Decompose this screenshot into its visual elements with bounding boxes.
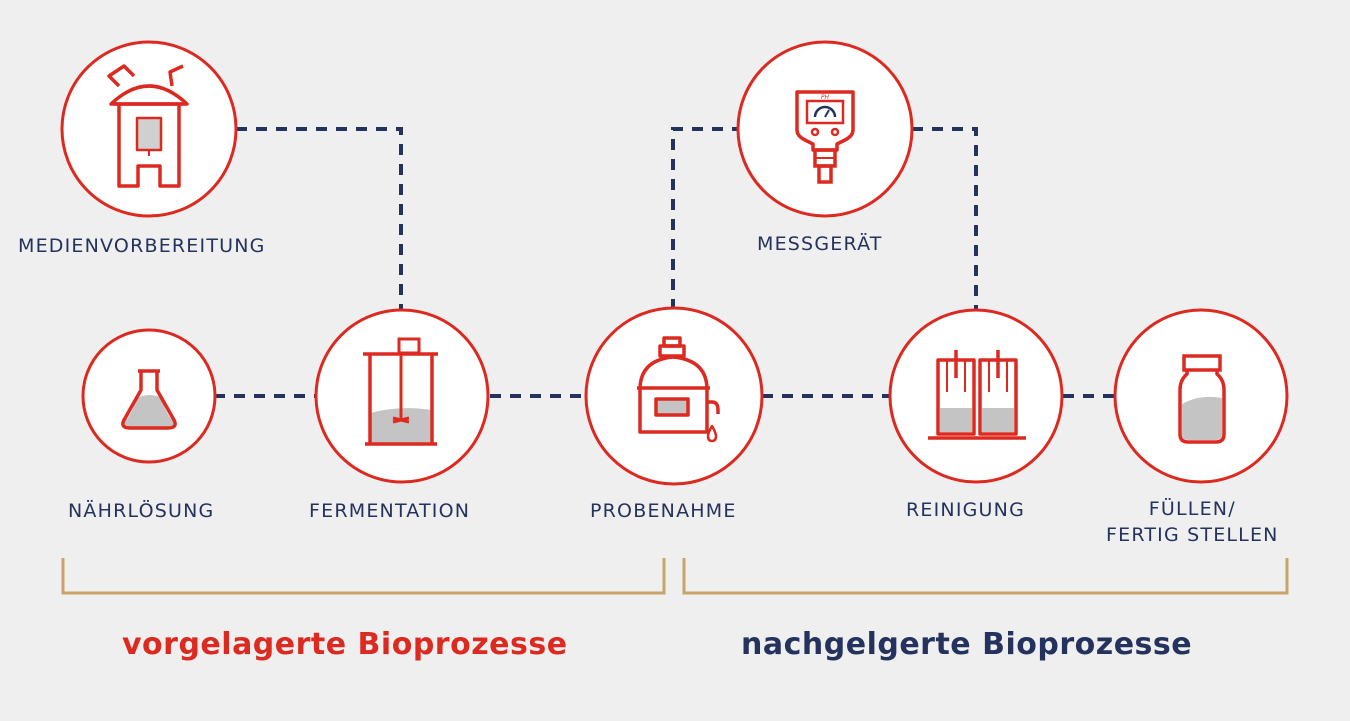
connectors (214, 127, 1116, 398)
media-preparation-tank-icon (107, 64, 189, 188)
bracket-upstream (61, 558, 666, 595)
label-fuellen-line1: FÜLLEN/ (1148, 498, 1236, 520)
brackets (61, 558, 1289, 595)
sampling-vessel-icon (637, 336, 720, 443)
downstream-section-title: nachgelgerte Bioprozesse (741, 627, 1193, 662)
node-rein (888, 308, 1064, 484)
upstream-section-title: vorgelagerte Bioprozesse (122, 627, 568, 662)
connector-medien-ferm (236, 127, 403, 310)
label-fermentation: FERMENTATION (309, 500, 471, 522)
node-mess (736, 40, 914, 218)
node-probe (584, 306, 764, 486)
node-fuellen (1113, 308, 1289, 484)
label-probenahme: PROBENAHME (590, 500, 737, 522)
purification-columns-icon (928, 350, 1026, 440)
label-reinigung: REINIGUNG (906, 499, 1025, 521)
label-messgeraet: MESSGERÄT (757, 233, 883, 255)
ph-meter-icon: PH (795, 90, 855, 184)
label-fuellen-line2: FERTIG STELLEN (1106, 524, 1279, 546)
bottle-icon (1178, 354, 1226, 444)
bracket-downstream (682, 558, 1289, 595)
svg-text:PH: PH (821, 94, 830, 101)
fermenter-tank-icon (363, 337, 438, 446)
flask-icon (121, 369, 177, 430)
connector-probe-mess (671, 127, 738, 310)
label-medienvorbereitung: MEDIENVORBEREITUNG (18, 235, 266, 257)
label-naehrloesung: NÄHRLÖSUNG (68, 500, 215, 522)
node-circles (60, 40, 1289, 486)
connector-mess-rein (912, 127, 978, 310)
label-fuellen: FÜLLEN/ FERTIG STELLEN (1106, 496, 1279, 548)
